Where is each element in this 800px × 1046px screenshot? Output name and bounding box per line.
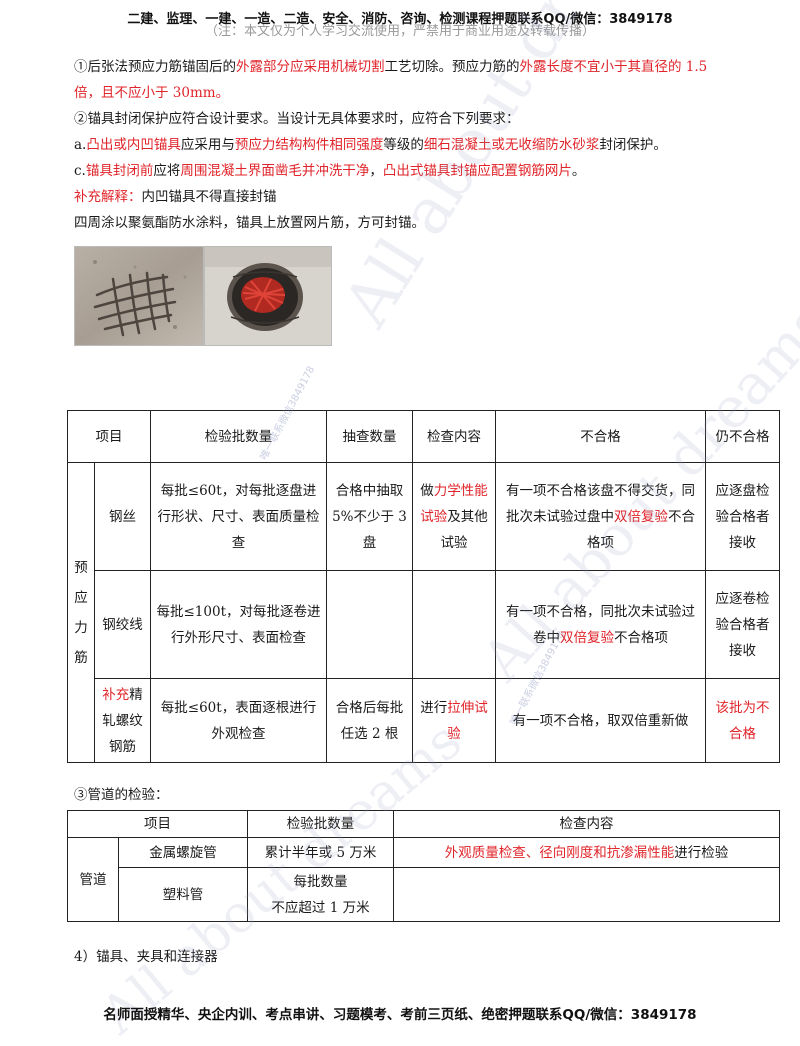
cell-batch: 每批≤60t，对每批逐盘进行形状、尺寸、表面质量检查 xyxy=(150,462,327,571)
highlight-text: 双倍复验 xyxy=(560,629,614,646)
text-run: 精轧螺纹钢筋 xyxy=(102,686,143,755)
paragraph-supplement: 补充解释：内凹锚具不得直接封锚 xyxy=(74,184,734,210)
supplement-label: 补充解释： xyxy=(74,189,142,205)
text-run: 内凹锚具不得直接封锚 xyxy=(141,189,277,205)
text-run: 有一项不合格该盘不得交货，同批次未试验过盘中 xyxy=(506,482,695,525)
text-run: 不合格项 xyxy=(614,629,668,646)
text-run: 进行 xyxy=(420,699,448,716)
cell-sample: 合格后每批任选 2 根 xyxy=(326,678,413,763)
table-row: 管道 金属螺旋管 累计半年或 5 万米 外观质量检查、径向刚度和抗渗漏性能进行检… xyxy=(67,837,780,922)
cell-batch: 每批≤100t，对每批逐卷进行外形尺寸、表面检查 xyxy=(150,570,327,679)
header-inspection-content: 检查内容 xyxy=(412,410,496,463)
cell-sample: 合格中抽取5%不少于 3 盘 xyxy=(326,462,413,571)
text-line: 不应超过 1 万米 xyxy=(271,899,370,916)
table-header-row: 项目 检验批数量 检查内容 xyxy=(67,810,780,838)
text-run: 进行检验 xyxy=(674,844,729,861)
group-label-pipe: 管道 xyxy=(67,837,119,922)
cell-content: 进行拉伸试验 xyxy=(412,678,496,763)
text-run: 及其他试验 xyxy=(440,508,488,551)
highlight-text: 外露部分应采用机械切割 xyxy=(236,59,385,75)
table-row: 补充精轧螺纹钢筋 每批≤60t，表面逐根进行外观检查 合格后每批任选 2 根 进… xyxy=(68,678,780,763)
highlight-text: 预应力结构构件相同强度 xyxy=(234,137,384,153)
table-row: 塑料管 每批数量不应超过 1 万米 xyxy=(68,867,780,922)
pipe-inspection-table: 项目 检验批数量 检查内容 管道 金属螺旋管 累计半年或 5 万米 外观质量检查… xyxy=(67,810,780,922)
header-batch-quantity: 检验批数量 xyxy=(150,410,327,463)
header-batch-quantity: 检验批数量 xyxy=(247,810,394,838)
row-name: 钢绞线 xyxy=(94,570,151,679)
text-run: 不合格项 xyxy=(587,508,695,551)
text-run: a. xyxy=(74,137,87,153)
highlight-text: 力学性能试验 xyxy=(420,482,488,525)
cell-batch: 每批数量不应超过 1 万米 xyxy=(247,867,394,922)
highlight-text: 双倍复验 xyxy=(614,508,668,525)
cell-still-nonconforming: 应逐卷检验合格者接收 xyxy=(705,570,780,679)
text-line: 每批数量 xyxy=(293,873,348,890)
cell-nonconforming: 有一项不合格，取双倍重新做 xyxy=(495,678,706,763)
header-nonconforming: 不合格 xyxy=(495,410,706,463)
text-run: 有一项不合格，同批次未试验过卷中 xyxy=(506,603,695,646)
text-run: 应采用与 xyxy=(180,137,235,153)
text-run: 做 xyxy=(420,482,434,499)
cell-content xyxy=(412,570,496,679)
cell-sample xyxy=(326,570,413,679)
highlight-text: 周围混凝土界面凿毛并冲洗干净 xyxy=(180,163,370,179)
header-still-nonconforming: 仍不合格 xyxy=(705,410,780,463)
table-header-row: 项目 检验批数量 抽查数量 检查内容 不合格 仍不合格 xyxy=(67,410,780,463)
cell-content: 外观质量检查、径向刚度和抗渗漏性能进行检验 xyxy=(393,837,780,868)
cell-still-nonconforming: 应逐盘检验合格者接收 xyxy=(705,462,780,571)
row-name: 补充精轧螺纹钢筋 xyxy=(94,678,151,763)
header-sample-quantity: 抽查数量 xyxy=(326,410,413,463)
cell-batch: 累计半年或 5 万米 xyxy=(247,837,394,868)
cell-content xyxy=(393,867,780,922)
prestress-tendon-inspection-table: 项目 检验批数量 抽查数量 检查内容 不合格 仍不合格 预应力筋 钢丝 每批≤6… xyxy=(67,410,780,763)
cell-content: 做力学性能试验及其他试验 xyxy=(412,462,496,571)
highlight-text: 锚具封闭前 xyxy=(85,163,154,179)
row-name: 塑料管 xyxy=(118,867,248,922)
section-pipe-inspection-title: ③管道的检验： xyxy=(74,787,169,803)
text-run: 等级的 xyxy=(383,137,424,153)
highlight-text: 凸出式锚具封锚应配置钢筋网片 xyxy=(382,163,572,179)
anchor-sealing-photo xyxy=(204,246,332,346)
text-run: ， xyxy=(369,163,383,179)
row-name: 钢丝 xyxy=(94,462,151,571)
page-header-notice: （注：本文仅为个人学习交流使用，严禁用于商业用途及转载传播） xyxy=(204,24,595,39)
rebar-mesh-photo xyxy=(74,246,204,346)
cell-nonconforming: 有一项不合格该盘不得交货，同批次未试验过盘中双倍复验不合格项 xyxy=(495,462,706,571)
header-item: 项目 xyxy=(67,410,151,463)
paragraph-item-a: a.凸出或内凹锚具应采用与预应力结构构件相同强度等级的细石混凝土或无收缩防水砂浆… xyxy=(74,132,734,158)
paragraph-anchor-cutting-cont: 倍，且不应小于 30mm。 xyxy=(74,80,734,106)
header-item: 项目 xyxy=(67,810,248,838)
supplement-tag: 补充 xyxy=(102,686,130,703)
page-header: 二建、监理、一建、一造、二造、安全、消防、咨询、检测课程押题联系QQ/微信：38… xyxy=(127,12,673,27)
text-run: c. xyxy=(74,163,86,179)
highlight-text: 外观质量检查、径向刚度和抗渗漏性能 xyxy=(444,844,675,861)
text-run: 工艺切除。预应力筋的 xyxy=(384,59,520,75)
highlight-text: 拉伸试验 xyxy=(447,699,488,742)
cell-nonconforming: 有一项不合格，同批次未试验过卷中双倍复验不合格项 xyxy=(495,570,706,679)
highlight-text: 外露长度不宜小于其直径的 1.5 xyxy=(519,59,708,75)
section-anchor-title: 4）锚具、夹具和连接器 xyxy=(74,949,218,965)
group-label-prestress-tendon: 预应力筋 xyxy=(67,462,95,763)
text-run: ①后张法预应力筋锚固后的 xyxy=(74,59,236,75)
row-name: 金属螺旋管 xyxy=(118,837,248,868)
text-run: 封闭保护。 xyxy=(599,137,667,153)
cell-batch: 每批≤60t，表面逐根进行外观检查 xyxy=(150,678,327,763)
paragraph-anchor-cutting: ①后张法预应力筋锚固后的外露部分应采用机械切割工艺切除。预应力筋的外露长度不宜小… xyxy=(74,54,734,80)
header-inspection-content: 检查内容 xyxy=(393,810,780,838)
highlight-text: 细石混凝土或无收缩防水砂浆 xyxy=(423,137,600,153)
paragraph-sealing-method: 四周涂以聚氨酯防水涂料，锚具上放置网片筋，方可封锚。 xyxy=(74,215,425,231)
paragraph-anchor-protection: ②锚具封闭保护应符合设计要求。当设计无具体要求时，应符合下列要求： xyxy=(74,111,520,127)
cell-still-nonconforming: 该批为不合格 xyxy=(705,678,780,763)
text-run: 应将 xyxy=(153,163,181,179)
text-run: 。 xyxy=(571,163,586,179)
highlight-text: 倍，且不应小于 30mm。 xyxy=(74,85,230,101)
page-footer: 名师面授精华、央企内训、考点串讲、习题模考、考前三页纸、绝密押题联系QQ/微信：… xyxy=(103,1007,697,1023)
table-row: 钢绞线 每批≤100t，对每批逐卷进行外形尺寸、表面检查 有一项不合格，同批次未… xyxy=(68,570,780,679)
highlight-text: 凸出或内凹锚具 xyxy=(86,137,181,153)
table-row: 预应力筋 钢丝 每批≤60t，对每批逐盘进行形状、尺寸、表面质量检查 合格中抽取… xyxy=(67,462,780,763)
paragraph-item-c: c.锚具封闭前应将周围混凝土界面凿毛并冲洗干净，凸出式锚具封锚应配置钢筋网片。 xyxy=(74,158,734,184)
